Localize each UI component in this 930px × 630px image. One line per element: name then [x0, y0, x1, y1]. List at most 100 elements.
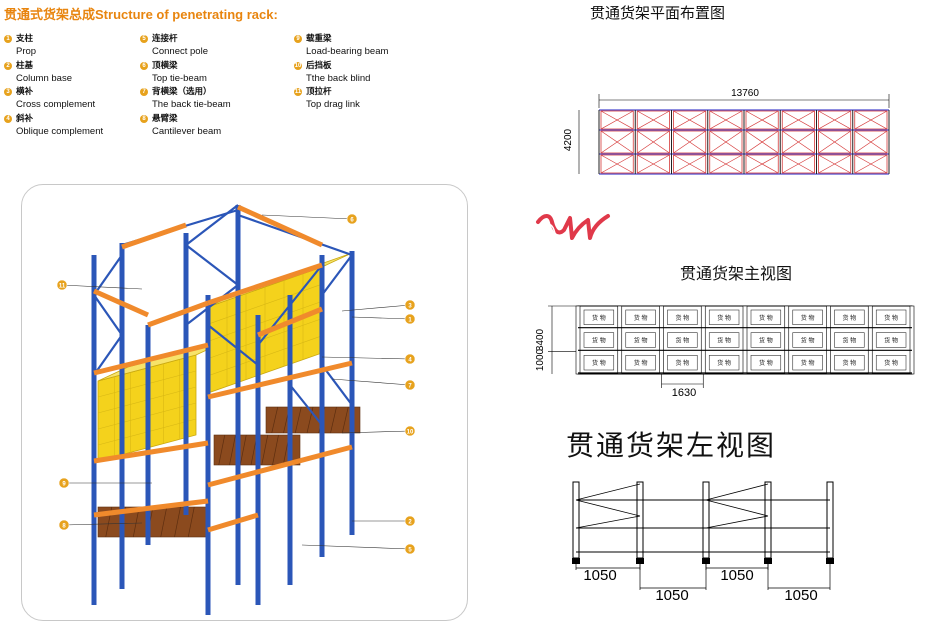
plan-cross-brace [709, 110, 743, 130]
side-bracing [705, 499, 769, 517]
logo-highlight-icon [541, 223, 569, 240]
legend-item-5: 5 连接杆 Connect pole [140, 34, 208, 57]
cargo-box [792, 355, 823, 371]
plan-view-title: 贯通货架平面布置图 [590, 4, 726, 22]
front-upright [700, 305, 706, 375]
cargo-box [750, 309, 782, 325]
cargo-box [834, 332, 865, 348]
legend-item-1: 1 支柱 Prop [4, 34, 36, 57]
callout-number: 1 [408, 317, 412, 323]
legend-item-10: 10 后挡板 Tthe back blind [294, 61, 370, 84]
plan-bay-cell [818, 130, 852, 154]
cargo-box [750, 355, 782, 371]
callout-badge [404, 543, 416, 555]
legend-zh-label: 斜补 [16, 114, 34, 124]
side-view-title: 贯通货架左视图 [566, 429, 777, 462]
plan-bay-cell [818, 110, 852, 130]
plan-cross-brace [673, 154, 706, 174]
pallet-slat [239, 434, 247, 466]
legend-item-8: 8 悬臂梁 Cantilever beam [140, 114, 221, 137]
cargo-box-label: 货 物 [843, 314, 857, 322]
cargo-box-label: 货 物 [759, 337, 773, 345]
callout-badge [404, 425, 416, 437]
legend-number-badge: 9 [294, 35, 302, 43]
plan-cross-brace [637, 110, 670, 130]
callout-badge [404, 299, 416, 311]
cargo-box-label: 货 物 [676, 314, 690, 322]
legend-zh-label: 顶横梁 [152, 61, 178, 71]
callout-number: 11 [59, 283, 66, 289]
load-beam [121, 222, 187, 250]
pallet [265, 406, 361, 434]
plan-bay-cell [745, 110, 779, 130]
front-view-drawing: 货 物货 物货 物货 物货 物货 物货 物货 物货 物货 物货 物货 物货 物货… [535, 305, 915, 399]
plan-cross-brace [854, 130, 888, 154]
callout-badge [404, 353, 416, 365]
bracing-member [185, 244, 239, 286]
plan-bay-cell [636, 154, 670, 174]
load-beam [257, 306, 323, 338]
plan-bay-cell [818, 154, 852, 174]
callout-number: 9 [62, 481, 66, 487]
legend-en-label: Load-bearing beam [306, 45, 389, 57]
cargo-box-label: 货 物 [676, 359, 690, 367]
front-view-title: 贯通货架主视图 [680, 264, 793, 283]
cargo-box-label: 货 物 [592, 337, 606, 345]
side-dimension-4: 1050 [784, 587, 817, 604]
legend-number-badge: 10 [294, 62, 302, 70]
front-upright [659, 305, 664, 375]
callout-number: 5 [408, 547, 412, 553]
cargo-box-label: 货 物 [634, 359, 648, 367]
load-beam [93, 440, 209, 464]
plan-bay-cell [745, 154, 779, 174]
cargo-box-label: 货 物 [634, 314, 648, 322]
side-upright [702, 481, 710, 559]
plan-bay-cell [854, 130, 888, 154]
plan-bay-cell [781, 130, 815, 154]
cargo-box [834, 355, 865, 371]
front-upright [575, 305, 581, 375]
plan-cross-brace [818, 154, 851, 174]
cargo-grid-line [207, 283, 323, 325]
cargo-box [834, 309, 865, 325]
legend-zh-label: 顶拉杆 [306, 87, 332, 97]
callout-badge [404, 379, 416, 391]
legend-item-2: 2 柱基 Column base [4, 61, 72, 84]
plan-depth-dimension: 4200 [563, 128, 574, 151]
cargo-box-label: 货 物 [801, 314, 815, 322]
bracing-member [321, 364, 353, 406]
legend-en-label: Oblique complement [16, 125, 104, 137]
legend-number-badge: 8 [140, 115, 148, 123]
cargo-box [792, 332, 823, 348]
cargo-box-label: 货 物 [884, 314, 898, 322]
callout-leader [331, 378, 411, 386]
legend-zh-label: 横补 [16, 87, 34, 97]
legend-en-label: Connect pole [152, 45, 208, 57]
plan-view-drawing: 13760 4200 [563, 88, 890, 175]
bracing-member [289, 384, 323, 426]
callout-number: 3 [408, 303, 412, 309]
plan-cross-brace [854, 110, 888, 130]
plan-cross-brace [600, 154, 634, 174]
side-upright [572, 481, 580, 559]
plan-bay-cell [600, 130, 634, 154]
bracing-member [185, 204, 239, 246]
cargo-box-label: 货 物 [759, 359, 773, 367]
callout-number: 10 [407, 429, 414, 435]
callout-leader [261, 214, 353, 220]
callout-leader [63, 522, 143, 526]
plan-bay-cell [600, 110, 634, 130]
cargo-box-label: 货 物 [801, 337, 815, 345]
legend-zh-label: 支柱 [16, 34, 34, 44]
bracing-member [321, 254, 353, 296]
plan-bay-cell [673, 110, 707, 130]
front-view-grid: 货 物货 物货 物货 物货 物货 物货 物货 物货 物货 物货 物货 物货 物货… [548, 305, 915, 388]
plan-bay-cell [673, 130, 707, 154]
callout-badge [346, 213, 358, 225]
front-upright [826, 305, 831, 375]
front-height-dimension: 3400 [535, 328, 546, 351]
cargo-box-label: 货 物 [843, 337, 857, 345]
cargo-box-label: 货 物 [884, 337, 898, 345]
cargo-box [583, 332, 615, 348]
